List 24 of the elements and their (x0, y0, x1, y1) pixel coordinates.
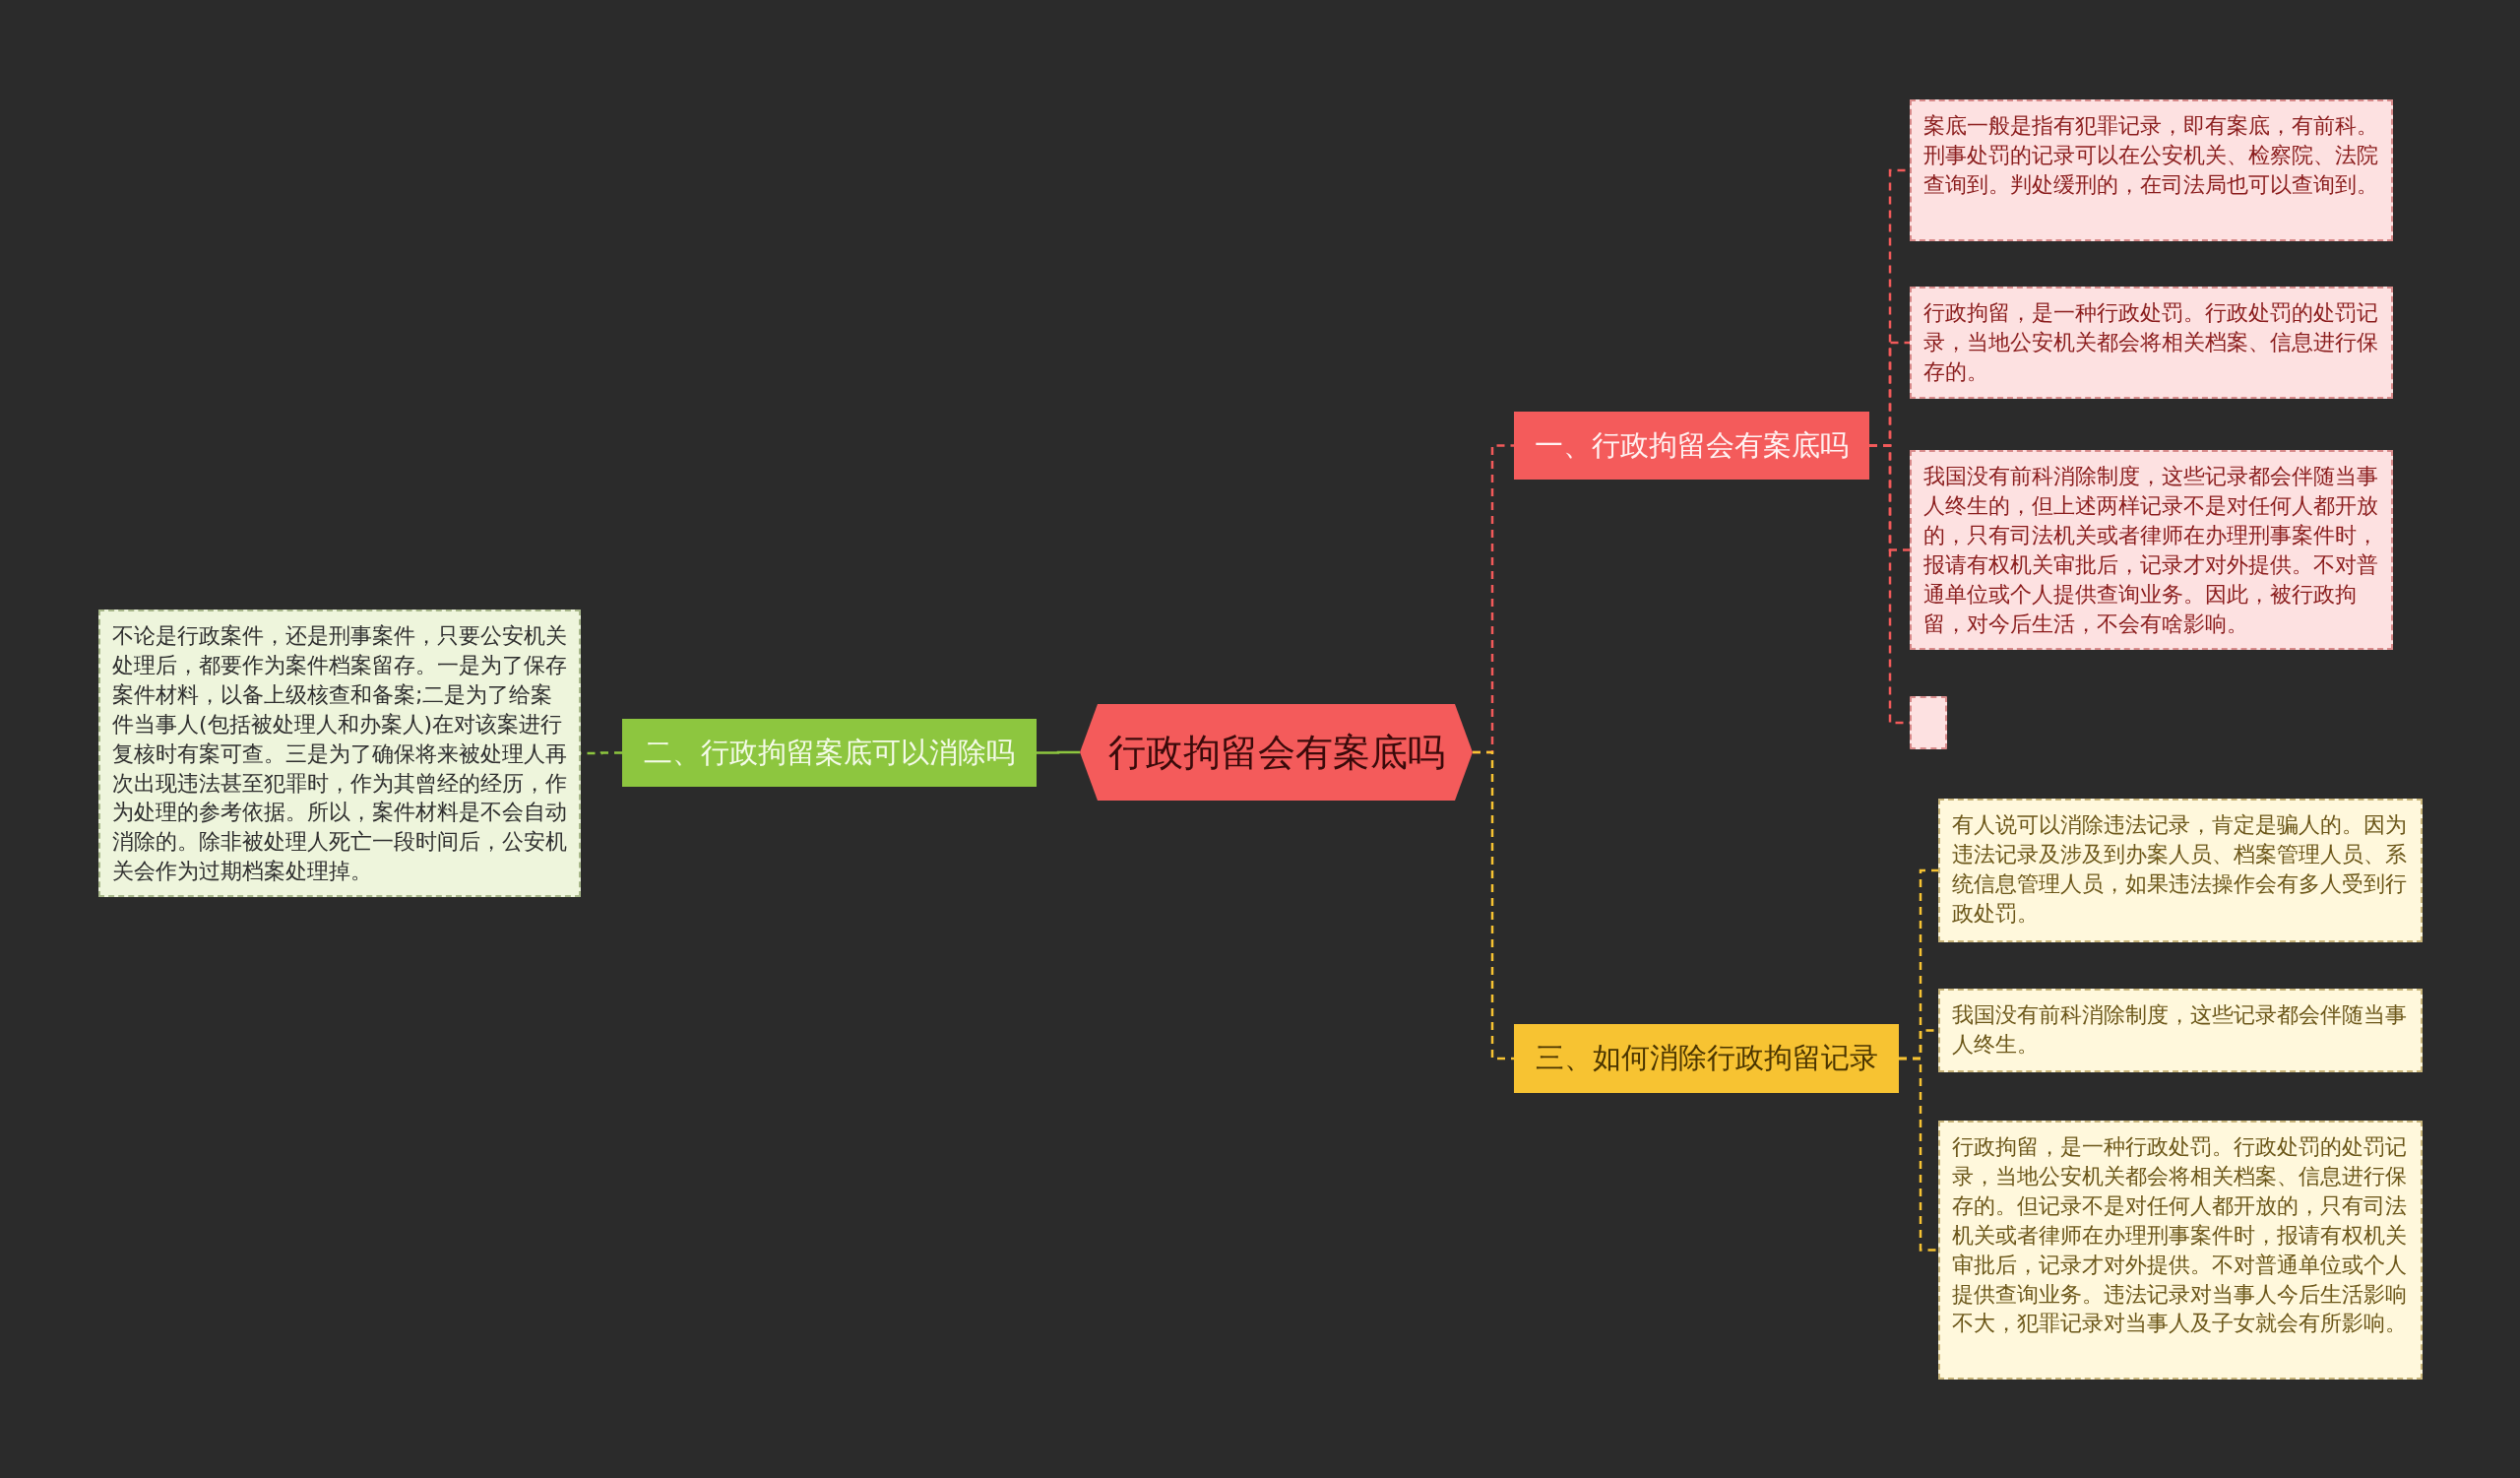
branch-topic-box (1514, 1024, 1899, 1093)
topic-title: 二、行政拘留案底可以消除吗 (644, 734, 1015, 771)
note-card (1910, 287, 2393, 399)
note-text: 我国没有前科消除制度，这些记录都会伴随当事人终生的，但上述两样记录不是对任何人都开放的，只有司法机关或者律师在办理刑事案件时，报请有权机关审批后，记录才对外提供。不对普通单位或个人提供查询业务。因此，被行政拘留，对今后生活，不会有啥影响。 (1923, 463, 2379, 638)
topic-title: 行政拘留会有案底吗 (1107, 729, 1445, 776)
connector-line (1037, 750, 1080, 754)
branch-topic-box (622, 719, 1037, 787)
note-text: 有人说可以消除违法记录，肯定是骗人的。因为违法记录及涉及到办案人员、档案管理人员、系统信息管理人员，如果违法操作会有多人受到行政处罚。 (1952, 811, 2408, 928)
note-card (1910, 450, 2393, 650)
note-text: 行政拘留，是一种行政处罚。行政处罚的处罚记录，当地公安机关都会将相关档案、信息进行保存的。但记录不是对任何人都开放的，只有司法机关或者律师在办理刑事案件时，报请有权机关审批后，记录才对外提供。不对普通单位或个人提供查询业务。违法记录对当事人今后生活影响不大，犯罪记录对当事人及子女就会有所影响。 (1952, 1133, 2408, 1338)
empty-note-box (1910, 696, 1947, 749)
topic-title: 三、如何消除行政拘留记录 (1535, 1040, 1878, 1076)
note-text: 案底一般是指有犯罪记录，即有案底，有前科。刑事处罚的记录可以在公安机关、检察院、法院查询到。判处缓刑的，在司法局也可以查询到。 (1923, 112, 2379, 199)
note-text: 行政拘留，是一种行政处罚。行政处罚的处罚记录，当地公安机关都会将相关档案、信息进行保存的。 (1923, 299, 2379, 386)
note-text: 不论是行政案件，还是刑事案件，只要公安机关处理后，都要作为案件档案留存。一是为了保存案件材料，以备上级核查和备案;二是为了给案件当事人(包括被处理人和办案人)在对该案进行复核时有案可查。三是为了确保将来被处理人再次出现违法甚至犯罪时，作为其曾经的经历，作为处理的参考依据。所以，案件材料是不会自动消除的。除非被处理人死亡一段时间后，公安机关会作为过期档案处理掉。 (112, 622, 567, 886)
note-card (1938, 1121, 2423, 1380)
connector-line (1473, 750, 1514, 1060)
note-card (1910, 99, 2393, 241)
note-card (1938, 989, 2423, 1072)
connector-line (1899, 1057, 1938, 1252)
note-card (1938, 799, 2423, 942)
note-text: 我国没有前科消除制度，这些记录都会伴随当事人终生。 (1952, 1001, 2408, 1059)
branch-topic-box (1514, 412, 1869, 480)
topic-title: 一、行政拘留会有案底吗 (1535, 426, 1849, 464)
